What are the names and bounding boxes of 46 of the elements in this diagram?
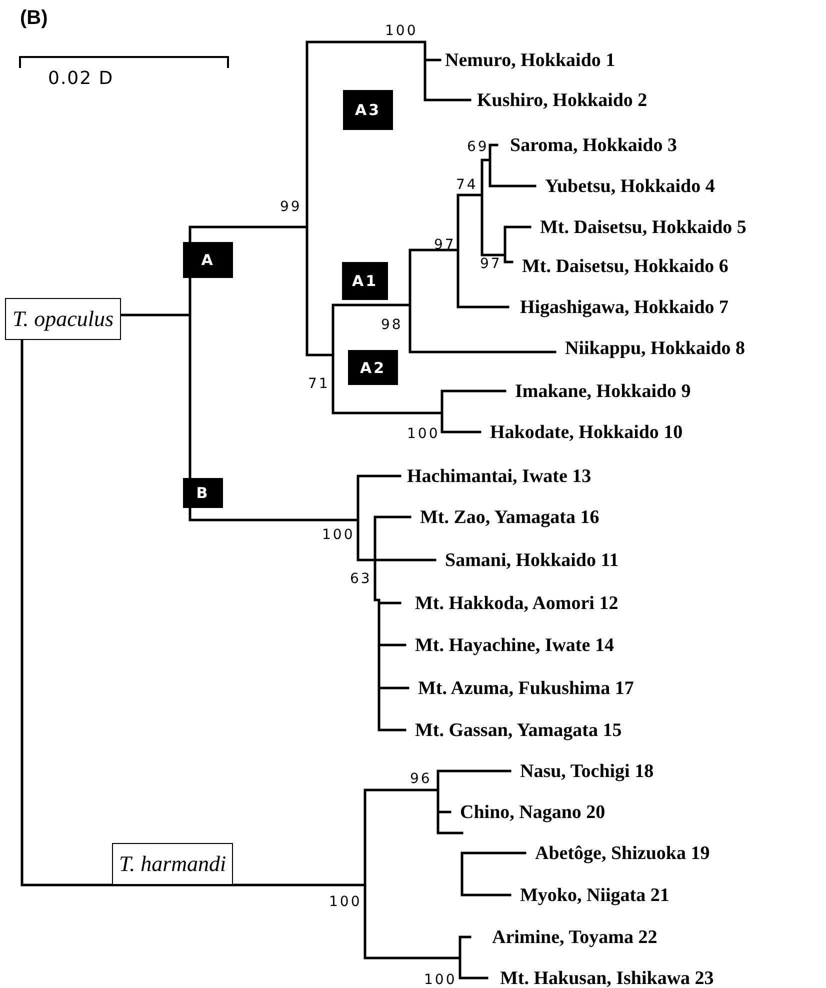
species-label: T. opaculus [5, 298, 121, 340]
taxon-label: Hakodate, Hokkaido 10 [490, 422, 683, 442]
bootstrap-value: 100 [385, 24, 418, 38]
taxon-label: Imakane, Hokkaido 9 [515, 382, 691, 400]
bootstrap-value: 71 [308, 377, 330, 391]
panel-letter: (B) [20, 8, 48, 28]
taxon-label: Higashigawa, Hokkaido 7 [520, 298, 729, 316]
clade-label: A1 [342, 262, 388, 300]
taxon-label: Mt. Azuma, Fukushima 17 [418, 678, 634, 698]
bootstrap-value: 97 [434, 238, 456, 252]
bootstrap-value: 99 [280, 200, 302, 214]
taxon-label: Chino, Nagano 20 [460, 802, 606, 822]
clade-label: A2 [348, 350, 398, 385]
taxon-label: Mt. Zao, Yamagata 16 [420, 508, 600, 526]
bootstrap-value: 100 [424, 973, 457, 987]
taxon-label: Niikappu, Hokkaido 8 [565, 338, 746, 358]
bootstrap-value: 100 [322, 528, 355, 542]
taxon-label: Mt. Hayachine, Iwate 14 [415, 636, 614, 654]
clade-label: A3 [343, 90, 393, 130]
taxon-label: Mt. Gassan, Yamagata 15 [415, 720, 622, 740]
taxon-label: Kushiro, Hokkaido 2 [477, 90, 648, 110]
taxon-label: Mt. Hakusan, Ishikawa 23 [500, 968, 714, 988]
bootstrap-value: 96 [410, 772, 432, 786]
taxon-label: Nasu, Tochigi 18 [520, 762, 654, 780]
bootstrap-value: 97 [480, 257, 502, 271]
taxon-label: Nemuro, Hokkaido 1 [445, 50, 616, 70]
scale-label: 0.02 D [48, 70, 114, 88]
bootstrap-value: 100 [407, 427, 440, 441]
species-label: T. harmandi [112, 843, 234, 885]
taxon-label: Mt. Hakkoda, Aomori 12 [415, 594, 618, 612]
taxon-label: Mt. Daisetsu, Hokkaido 5 [540, 218, 746, 236]
taxon-label: Saroma, Hokkaido 3 [510, 136, 677, 154]
taxon-label: Abetôge, Shizuoka 19 [535, 844, 710, 862]
taxon-label: Arimine, Toyama 22 [492, 928, 658, 946]
taxon-label: Myoko, Niigata 21 [520, 886, 670, 904]
bootstrap-value: 69 [467, 140, 489, 154]
taxon-label: Mt. Daisetsu, Hokkaido 6 [522, 256, 728, 276]
bootstrap-value: 63 [350, 572, 372, 586]
bootstrap-value: 98 [381, 318, 403, 332]
bootstrap-value: 74 [456, 178, 478, 192]
taxon-label: Samani, Hokkaido 11 [445, 550, 619, 570]
bootstrap-value: 100 [329, 895, 362, 909]
taxon-label: Hachimantai, Iwate 13 [407, 466, 592, 486]
taxon-label: Yubetsu, Hokkaido 4 [545, 176, 715, 196]
clade-label: B [183, 478, 223, 508]
clade-label: A [183, 242, 233, 278]
